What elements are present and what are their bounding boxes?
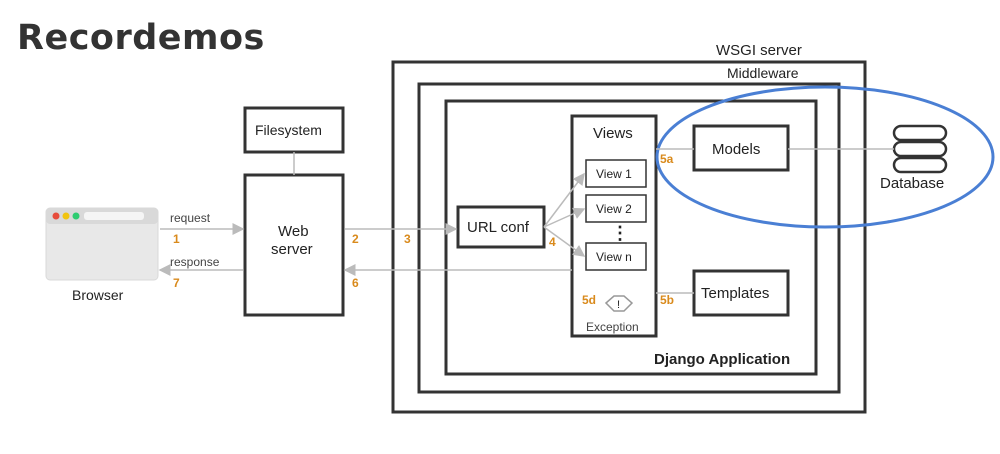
view-n-box xyxy=(585,242,647,271)
django-application-box xyxy=(444,99,818,376)
step-1: 1 xyxy=(173,232,180,246)
urlconf-to-view1-arrow xyxy=(543,172,585,228)
browser-icon xyxy=(45,207,159,281)
view-1-box xyxy=(585,159,647,188)
filesystem-box xyxy=(243,106,345,154)
templates-label: Templates xyxy=(701,285,769,302)
middleware-box xyxy=(417,82,841,394)
urlconf-to-view2-arrow xyxy=(543,207,586,228)
view-2-label: View 2 xyxy=(596,202,632,216)
view-ellipsis: ⋮ xyxy=(611,223,629,243)
wsgi-server-label: WSGI server xyxy=(716,42,802,59)
step-5d: 5d xyxy=(582,293,596,307)
step-5a: 5a xyxy=(660,152,674,166)
view-1-label: View 1 xyxy=(596,167,632,181)
filesystem-label: Filesystem xyxy=(255,122,322,138)
step-7: 7 xyxy=(173,276,180,290)
wsgi-server-box xyxy=(391,60,867,414)
step-2: 2 xyxy=(352,232,359,246)
models-label: Models xyxy=(712,141,760,158)
database-icon xyxy=(892,124,948,174)
web-server-label: Web xyxy=(278,223,309,240)
request-label: request xyxy=(170,211,211,225)
slide-title: Recordemos xyxy=(17,18,265,58)
step-5b: 5b xyxy=(660,293,674,307)
web-server-label-2: server xyxy=(271,241,313,258)
models-box xyxy=(692,124,790,172)
django-application-label: Django Application xyxy=(654,351,790,368)
step-3: 3 xyxy=(404,232,411,246)
exception-label: Exception xyxy=(586,320,639,334)
models-database-highlight xyxy=(655,85,995,229)
exception-icon xyxy=(604,295,634,312)
database-label: Database xyxy=(880,175,944,192)
exception-mark: ! xyxy=(617,299,620,311)
url-conf-label: URL conf xyxy=(467,219,530,236)
views-box xyxy=(570,114,658,338)
step-4: 4 xyxy=(549,235,556,249)
response-label: response xyxy=(170,255,220,269)
browser-label: Browser xyxy=(72,287,124,303)
view-n-label: View n xyxy=(596,250,632,264)
web-server-box xyxy=(243,173,345,317)
view-2-box xyxy=(585,194,647,223)
middleware-label: Middleware xyxy=(727,65,799,81)
views-label: Views xyxy=(593,125,633,142)
urlconf-to-viewn-arrow xyxy=(543,226,586,257)
step-6: 6 xyxy=(352,276,359,290)
